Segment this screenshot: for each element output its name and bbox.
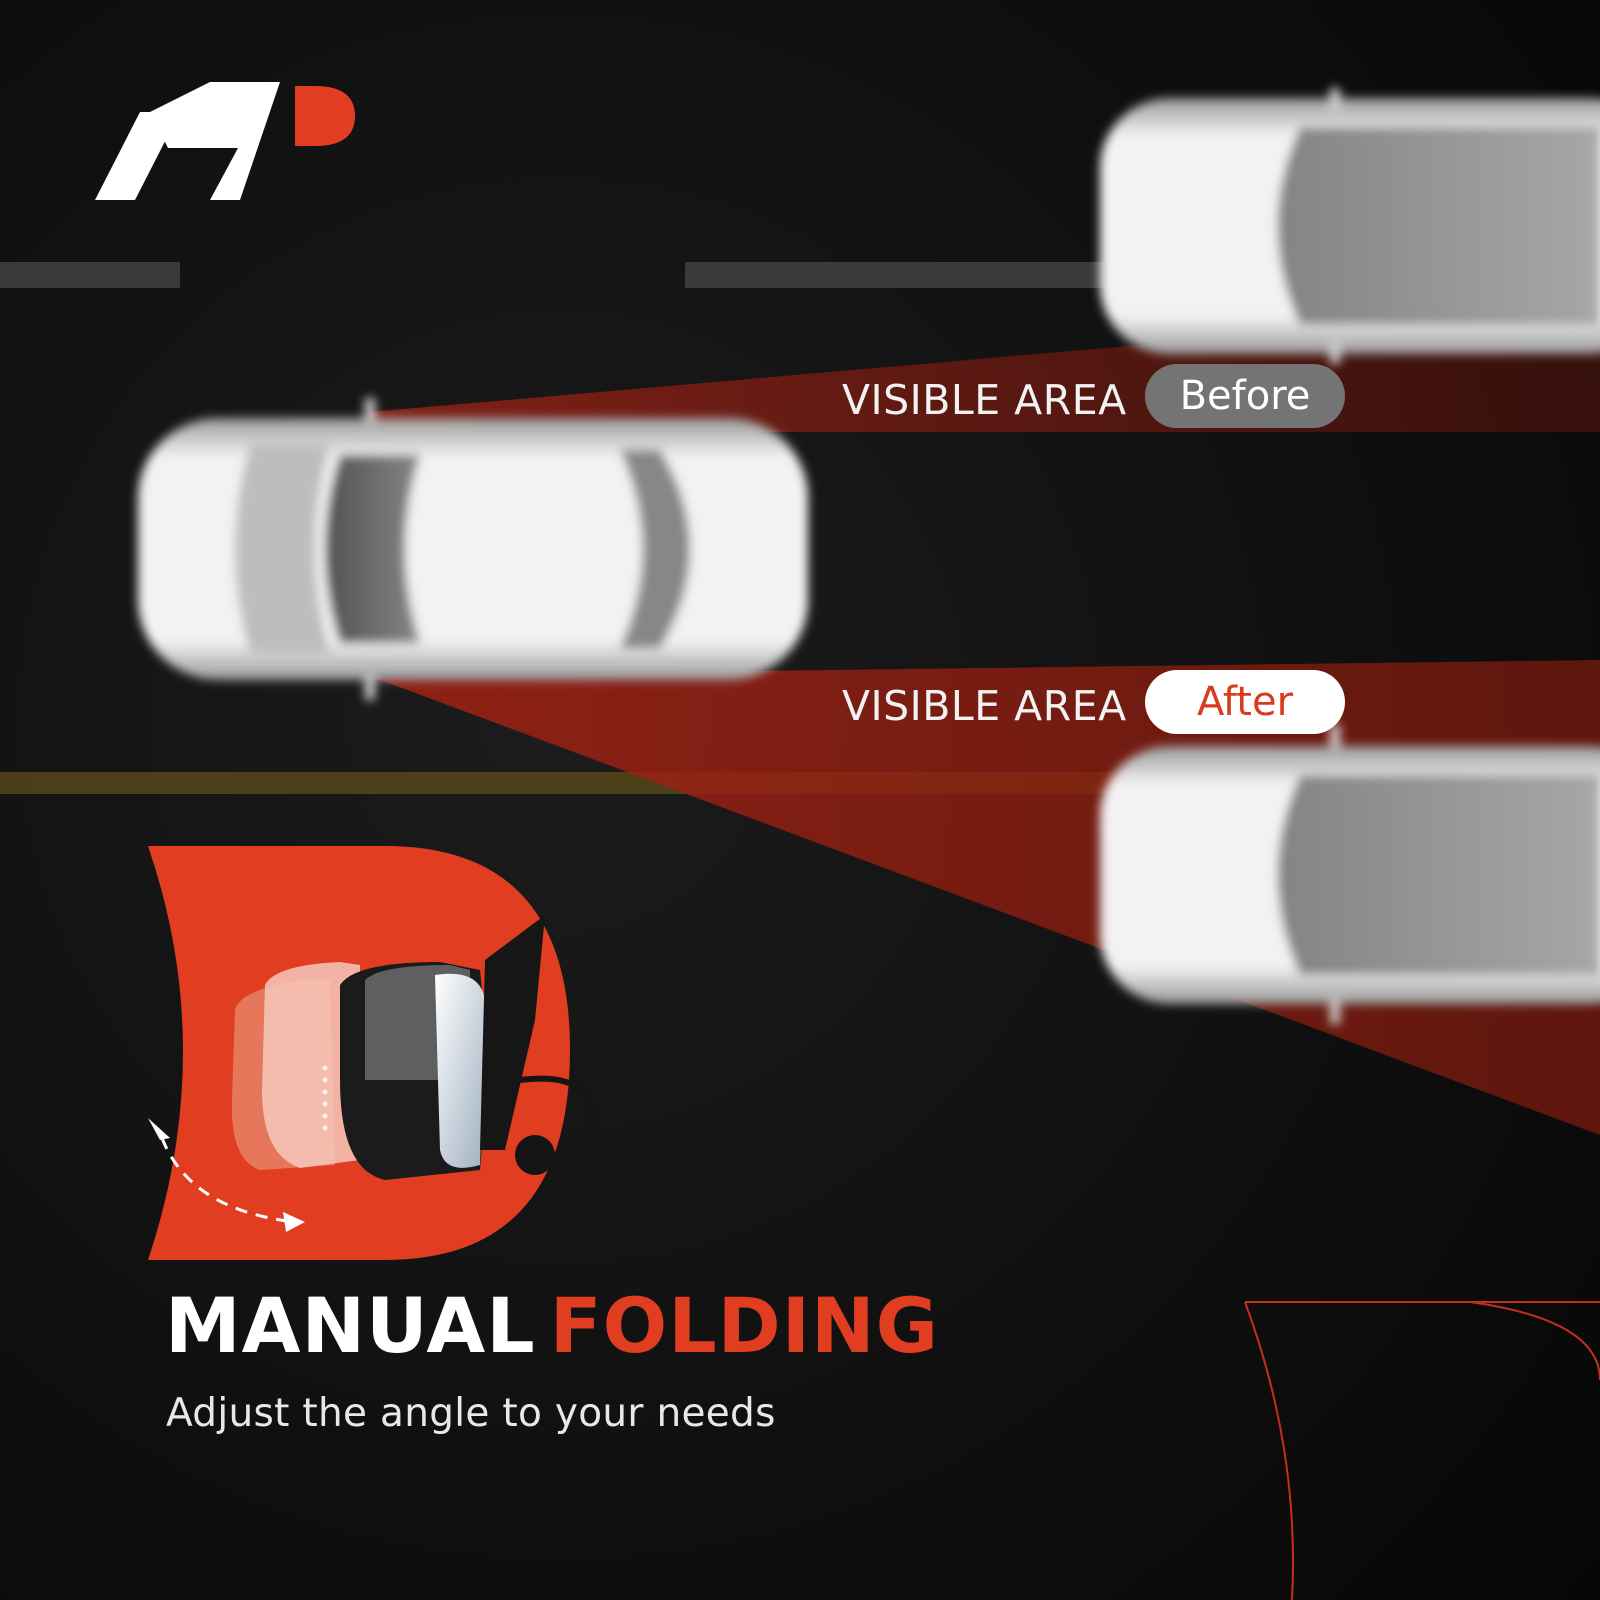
feature-subtitle: Adjust the angle to your needs <box>166 1391 776 1436</box>
mirror-icon <box>231 915 595 1180</box>
feature-title-part1: MANUAL <box>165 1281 536 1370</box>
visible-area-before-caption: VISIBLE AREA <box>842 376 1127 424</box>
car-bottom-right <box>1100 724 1600 1024</box>
car-main <box>138 398 808 700</box>
visible-area-after-caption: VISIBLE AREA <box>842 682 1127 730</box>
after-badge: After <box>1145 670 1345 734</box>
lane-dash <box>0 262 180 288</box>
feature-title-part2: FOLDING <box>549 1281 939 1370</box>
fold-arrow-icon <box>148 1118 305 1232</box>
car-top-right <box>1100 88 1600 364</box>
decorative-d-outline <box>1244 1301 1600 1600</box>
lane-dash <box>685 262 1105 288</box>
ap-logo-icon <box>95 82 355 200</box>
before-badge: Before <box>1145 364 1345 428</box>
decorative-d-arc <box>1469 1301 1600 1381</box>
